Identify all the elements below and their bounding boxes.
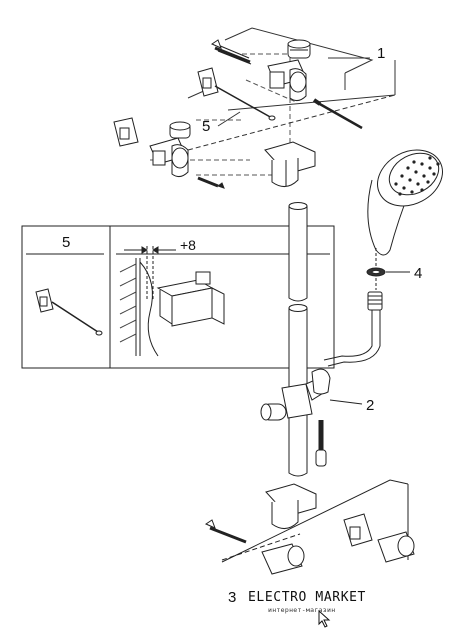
watermark-brand: ELECTRO MARKET bbox=[248, 590, 366, 605]
upper-cap bbox=[287, 39, 311, 59]
wall-anchor-plate bbox=[197, 67, 276, 121]
callout-2: 2 bbox=[366, 397, 374, 414]
lower-wall-plate bbox=[113, 117, 139, 147]
bottom-mount-kit bbox=[204, 479, 415, 575]
inset-anchor-plate bbox=[35, 288, 103, 336]
bottom-screw bbox=[204, 519, 247, 544]
cursor-icon bbox=[318, 610, 331, 628]
lower-cap bbox=[169, 121, 191, 139]
lower-small-screw bbox=[197, 176, 225, 189]
inset-wall-section bbox=[119, 258, 159, 357]
shower-hose bbox=[323, 291, 383, 367]
lower-bracket bbox=[149, 137, 189, 178]
upper-long-screw bbox=[312, 98, 363, 130]
inset-bracket-detail bbox=[156, 271, 225, 327]
slider-rod bbox=[315, 420, 327, 467]
watermark-box bbox=[238, 581, 440, 629]
inset-detail-box bbox=[21, 225, 335, 369]
top-mount-kit bbox=[113, 27, 396, 189]
washer bbox=[366, 248, 410, 290]
rail-top-holder bbox=[264, 141, 316, 187]
rail-upper-tube bbox=[288, 202, 308, 302]
callout-4: 4 bbox=[414, 265, 422, 282]
bottom-wall-plate bbox=[343, 513, 373, 547]
callout-1: 1 bbox=[377, 45, 385, 62]
rail-slider bbox=[260, 368, 331, 421]
hand-shower bbox=[367, 149, 443, 256]
callout-5: 5 bbox=[202, 118, 210, 135]
bottom-left-bracket bbox=[261, 543, 305, 575]
watermark-tagline: интернет-магазин bbox=[268, 606, 336, 614]
upper-screw bbox=[210, 39, 252, 65]
slide-rail bbox=[260, 141, 363, 529]
inset-part-label: 5 bbox=[62, 234, 70, 251]
callout-3: 3 bbox=[228, 589, 236, 606]
bottom-right-bracket bbox=[377, 531, 415, 563]
inset-dimension-arrows bbox=[124, 246, 176, 300]
shower-nozzles bbox=[394, 156, 440, 196]
inset-dimension-label: +8 bbox=[180, 237, 196, 253]
upper-bracket bbox=[267, 59, 307, 102]
rail-bottom-holder bbox=[265, 483, 317, 529]
